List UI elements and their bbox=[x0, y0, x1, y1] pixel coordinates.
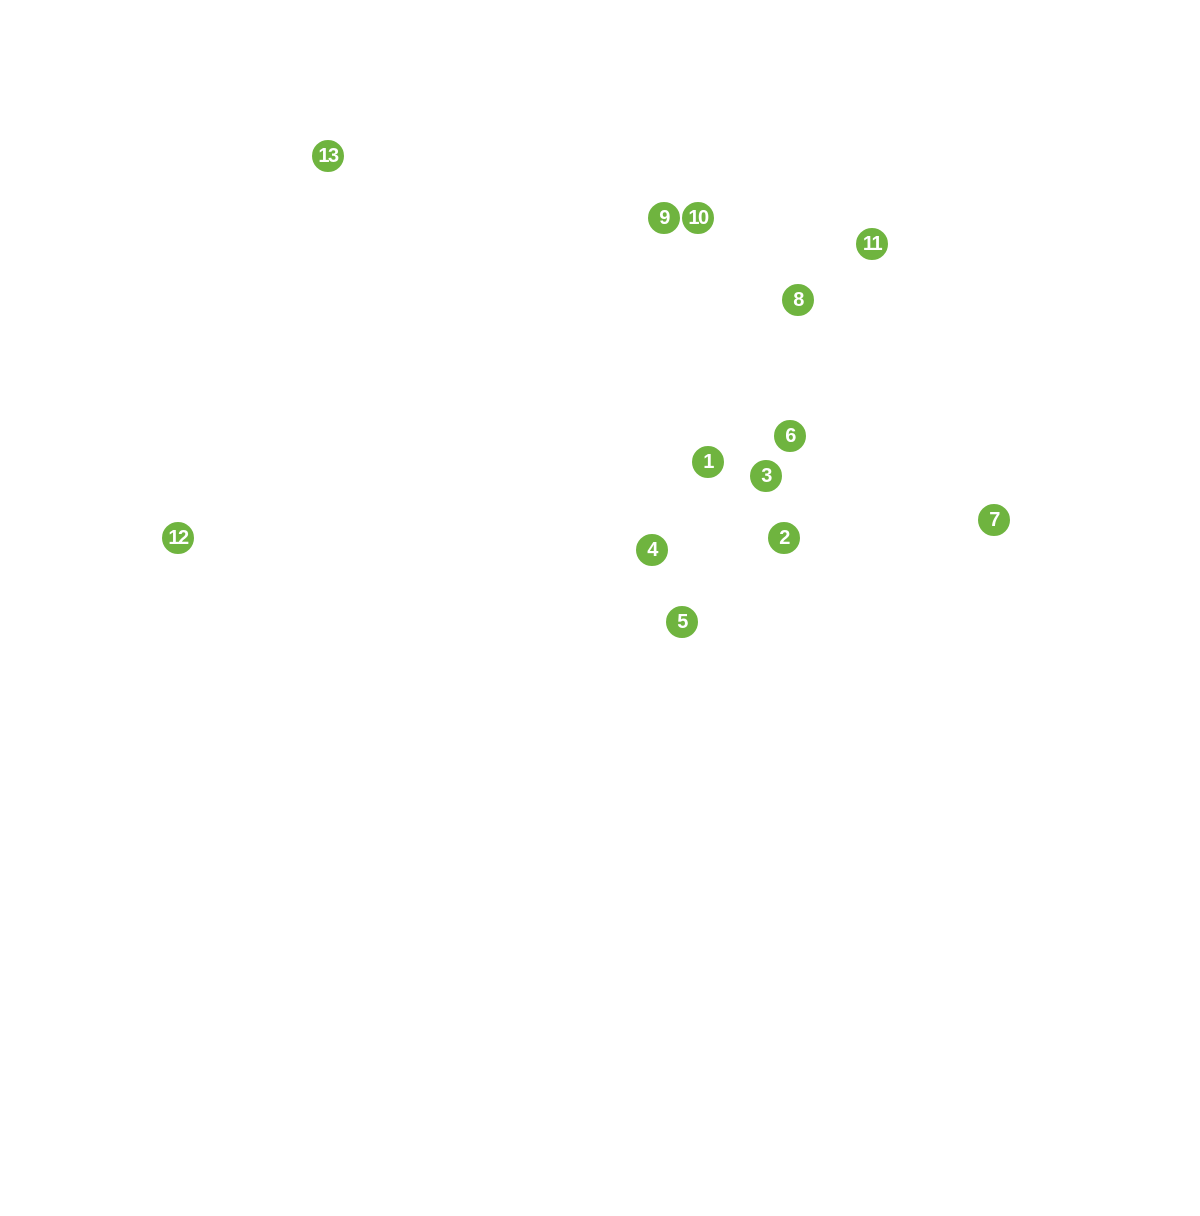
map-marker-1[interactable]: 1 bbox=[690, 444, 726, 480]
map-marker-3[interactable]: 3 bbox=[748, 458, 784, 494]
marker-label: 9 bbox=[659, 207, 670, 229]
map-marker-12[interactable]: 12 bbox=[160, 520, 196, 556]
marker-label: 13 bbox=[318, 145, 339, 167]
marker-label: 10 bbox=[688, 207, 709, 229]
map-marker-11[interactable]: 11 bbox=[854, 226, 890, 262]
marker-label: 7 bbox=[989, 509, 1000, 531]
marker-label: 1 bbox=[703, 451, 714, 473]
marker-label: 6 bbox=[785, 425, 796, 447]
marker-label: 3 bbox=[761, 465, 772, 487]
marker-label: 2 bbox=[779, 527, 790, 549]
map-marker-2[interactable]: 2 bbox=[766, 520, 802, 556]
marker-label: 12 bbox=[168, 527, 189, 549]
map-marker-5[interactable]: 5 bbox=[664, 604, 700, 640]
map-marker-9[interactable]: 9 bbox=[646, 200, 682, 236]
map-marker-6[interactable]: 6 bbox=[772, 418, 808, 454]
map-marker-10[interactable]: 10 bbox=[680, 200, 716, 236]
map-marker-8[interactable]: 8 bbox=[780, 282, 816, 318]
marker-label: 5 bbox=[677, 611, 688, 633]
map-marker-4[interactable]: 4 bbox=[634, 532, 670, 568]
marker-label: 11 bbox=[862, 233, 883, 255]
marker-label: 4 bbox=[647, 539, 658, 561]
map-marker-7[interactable]: 7 bbox=[976, 502, 1012, 538]
marker-label: 8 bbox=[793, 289, 804, 311]
map-marker-13[interactable]: 13 bbox=[310, 138, 346, 174]
